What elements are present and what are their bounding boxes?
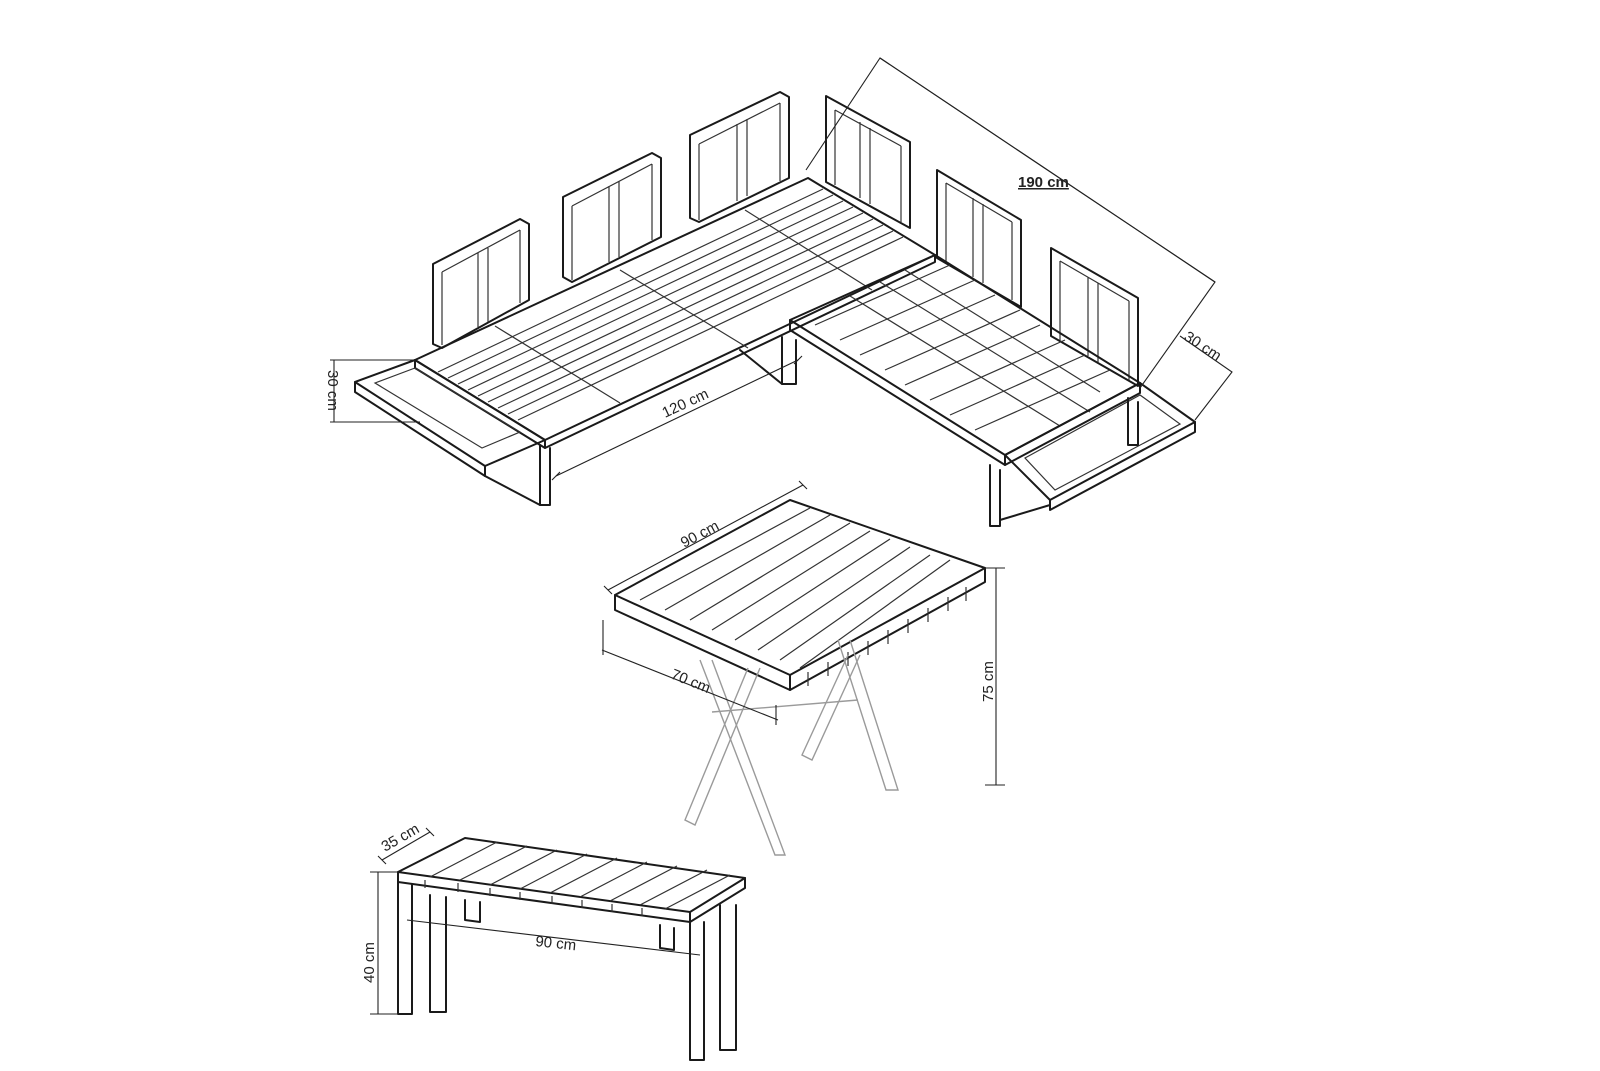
sofa-seat-label: 120 cm [660,385,712,421]
sofa-depth-label: 30 cm [1181,328,1225,365]
table-dimensions: 90 cm 70 cm 75 cm [601,480,1005,786]
dining-table: 90 cm 70 cm 75 cm [601,480,1005,856]
sofa-length-label: 190 cm [1018,174,1069,191]
sofa-right-legs [989,397,1139,527]
table-height-label: 75 cm [980,661,997,702]
table-length-label: 90 cm [678,517,722,551]
bench-legs [397,881,737,1061]
sofa-right-arm [1004,382,1196,511]
sofa-height-label: 30 cm [324,370,341,411]
sofa-side-panels [936,169,1139,387]
sofa-dimensions: 190 cm 30 cm 120 cm 30 cm [324,57,1233,481]
sofa-back-panels [432,91,911,349]
bench: 35 cm 90 cm 40 cm [361,820,746,1061]
corner-sofa: 190 cm 30 cm 120 cm 30 cm [324,57,1233,527]
bench-length-label: 90 cm [535,933,577,954]
bench-height-label: 40 cm [361,942,378,983]
table-legs [684,639,899,856]
sofa-left-arm [354,359,546,477]
table-width-label: 70 cm [669,666,713,697]
bench-depth-label: 35 cm [379,820,423,855]
